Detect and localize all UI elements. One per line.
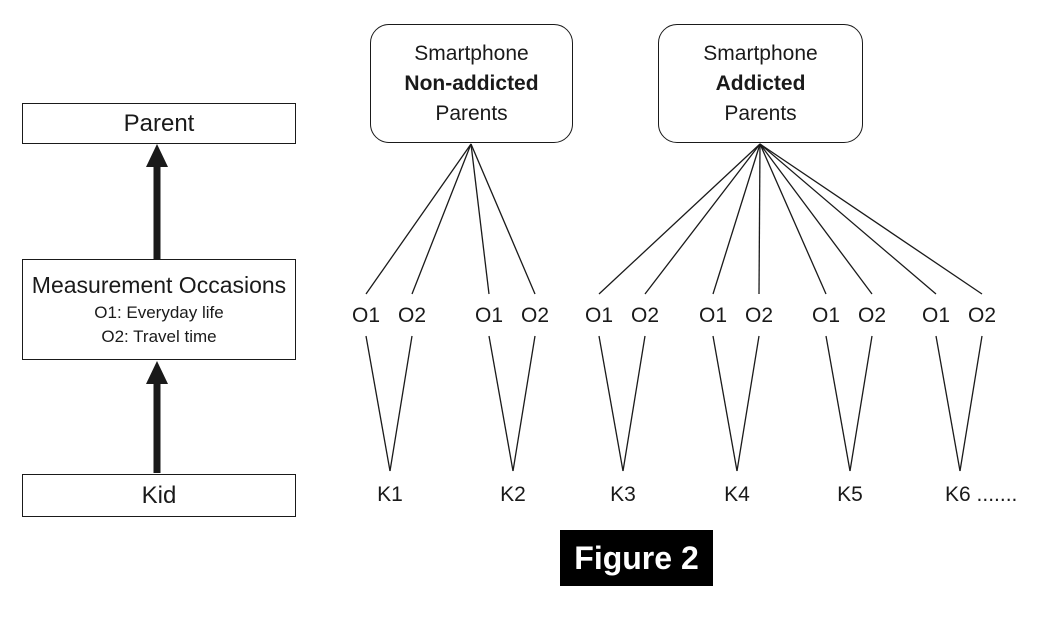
fan-line-group2 xyxy=(759,143,983,295)
occasion-label-o2-unit4: O2 xyxy=(744,304,774,327)
occasion-label-o1-unit4: O1 xyxy=(698,304,728,327)
fan-line-group1 xyxy=(365,143,472,295)
occasion1-to-kid-line xyxy=(598,335,624,472)
occasion-label-o1-unit6: O1 xyxy=(921,304,951,327)
group2-line2: Addicted xyxy=(715,71,806,95)
occasion-label-o1-unit3: O1 xyxy=(584,304,614,327)
parent-box-label: Parent xyxy=(123,109,195,137)
arrow-kid-to-measurement-head xyxy=(146,361,168,384)
occasion1-to-kid-line xyxy=(365,335,391,472)
group1-line2: Non-addicted xyxy=(404,71,539,95)
arrow-measurement-to-parent-head xyxy=(146,144,168,167)
measurement-occasions-box: Measurement Occasions O1: Everyday life … xyxy=(22,259,296,360)
fan-line-group2 xyxy=(712,143,761,295)
fan-line-group1 xyxy=(411,143,472,295)
occasion1-to-kid-line xyxy=(935,335,961,472)
group2-line1: Smartphone xyxy=(703,41,818,65)
kid-label-2: K2 xyxy=(500,483,526,506)
kid-label-1: K1 xyxy=(377,483,403,506)
occasion2-to-kid-line xyxy=(736,335,760,472)
group1-line3: Parents xyxy=(435,101,508,125)
occasion-label-o1-unit2: O1 xyxy=(474,304,504,327)
kid-box: Kid xyxy=(22,474,296,517)
fan-line-group2 xyxy=(759,143,827,295)
occasion-label-o2-unit1: O2 xyxy=(397,304,427,327)
fan-line-group1 xyxy=(470,143,536,295)
kid-label-3: K3 xyxy=(610,483,636,506)
fan-line-group2 xyxy=(759,143,873,295)
measurement-occasions-title: Measurement Occasions xyxy=(31,272,287,298)
occasion1-to-kid-line xyxy=(488,335,514,472)
occasion-label-o2-unit5: O2 xyxy=(857,304,887,327)
fan-line-group2 xyxy=(759,143,937,295)
kid-box-label: Kid xyxy=(141,481,177,509)
occasion2-to-kid-line xyxy=(512,335,536,472)
fan-line-group1 xyxy=(470,143,490,295)
measurement-occasion-1-label: O1: Everyday life xyxy=(94,303,224,322)
occasion-label-o1-unit5: O1 xyxy=(811,304,841,327)
kid-label-6: K6 ....... xyxy=(945,483,1018,506)
fan-line-group2 xyxy=(598,143,761,295)
measurement-occasion-2-label: O2: Travel time xyxy=(101,327,217,346)
fan-line-group2 xyxy=(644,143,761,295)
occasion2-to-kid-line xyxy=(389,335,413,472)
group1-line1: Smartphone xyxy=(414,41,529,65)
occasion-label-o2-unit2: O2 xyxy=(520,304,550,327)
kid-label-4: K4 xyxy=(724,483,750,506)
occasion2-to-kid-line xyxy=(849,335,873,472)
occasion2-to-kid-line xyxy=(959,335,983,472)
smartphone-non-addicted-parents-box: Smartphone Non-addicted Parents xyxy=(370,24,573,143)
occasion2-to-kid-line xyxy=(622,335,646,472)
occasion-label-o2-unit6: O2 xyxy=(967,304,997,327)
kid-label-5: K5 xyxy=(837,483,863,506)
group2-line3: Parents xyxy=(724,101,797,125)
occasion-label-o1-unit1: O1 xyxy=(351,304,381,327)
occasion1-to-kid-line xyxy=(825,335,851,472)
figure-caption: Figure 2 xyxy=(560,530,713,586)
parent-box: Parent xyxy=(22,103,296,144)
smartphone-addicted-parents-box: Smartphone Addicted Parents xyxy=(658,24,863,143)
occasion1-to-kid-line xyxy=(712,335,738,472)
fan-line-group2 xyxy=(758,143,761,295)
occasion-label-o2-unit3: O2 xyxy=(630,304,660,327)
